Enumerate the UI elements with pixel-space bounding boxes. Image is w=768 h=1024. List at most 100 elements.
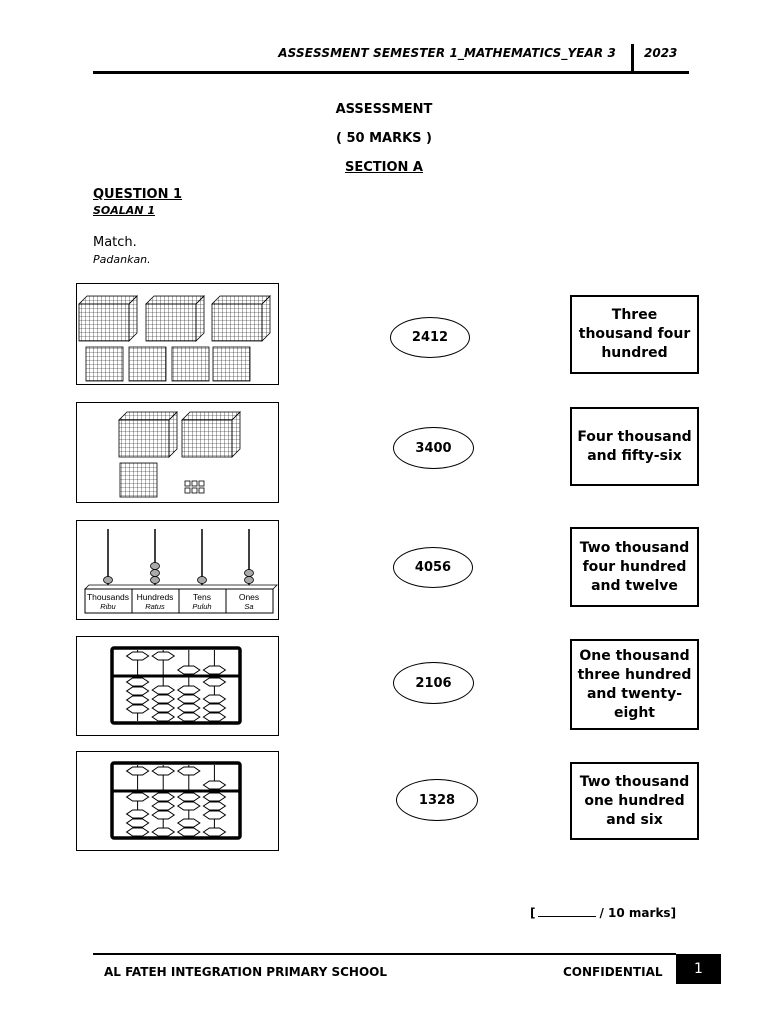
footer-rule: [93, 953, 676, 955]
thousand-cube: [145, 295, 205, 342]
soroban-bead: [176, 766, 201, 776]
word-box-2[interactable]: Four thousand and fifty-six: [570, 407, 699, 486]
soroban-bead: [125, 809, 150, 819]
soroban-bead: [151, 651, 176, 661]
soroban-bead: [151, 792, 176, 802]
picture-2-svg: [118, 411, 241, 498]
number-oval-2412[interactable]: 2412: [390, 317, 470, 358]
picture-1-svg: [78, 295, 271, 382]
word-box-5[interactable]: Two thousand one hundred and six: [570, 762, 699, 840]
label-hundreds: Hundreds: [137, 592, 174, 602]
marks-line: [ / 10 marks]: [530, 906, 676, 920]
unit-cubes: [184, 480, 205, 494]
thousand-cube: [181, 411, 241, 458]
soroban-bead: [176, 712, 201, 722]
instruction-malay: Padankan.: [93, 253, 151, 266]
soroban-bead: [151, 766, 176, 776]
soroban-bead: [202, 801, 227, 811]
question-title: QUESTION 1: [93, 187, 183, 202]
soroban-bead: [125, 766, 150, 776]
soroban-bead: [151, 685, 176, 695]
soroban-bead: [176, 801, 201, 811]
label-tens: Tens: [193, 592, 211, 602]
header-rule: [93, 71, 689, 74]
soroban-bead: [125, 704, 150, 714]
picture-3-bead-abacus: Thousands Ribu Hundreds Ratus Tens Puluh…: [76, 520, 279, 620]
soroban-bead: [125, 651, 150, 661]
number-oval-3400[interactable]: 3400: [393, 427, 474, 469]
soroban-frame: [110, 646, 242, 725]
soroban-bead: [151, 810, 176, 820]
soroban-bead: [202, 703, 227, 713]
soroban-bead: [202, 712, 227, 722]
header-divider: [631, 44, 634, 72]
label-ratus: Ratus: [145, 602, 165, 611]
section-heading-wrap: SECTION A: [0, 160, 768, 175]
soroban-bead: [125, 695, 150, 705]
soroban-bead: [125, 686, 150, 696]
soroban-frame: [110, 761, 242, 840]
soroban-bead: [202, 792, 227, 802]
marks-suffix: / 10 marks]: [599, 906, 677, 920]
number-oval-4056[interactable]: 4056: [393, 547, 473, 588]
soroban-bead: [176, 685, 201, 695]
soroban-bead: [125, 792, 150, 802]
soroban-bead: [176, 818, 201, 828]
label-thousands: Thousands: [87, 592, 129, 602]
soroban-bead: [202, 780, 227, 790]
page-number: 1: [676, 954, 721, 984]
soroban-bead: [176, 703, 201, 713]
soroban-bead: [125, 677, 150, 687]
number-oval-1328[interactable]: 1328: [396, 779, 478, 821]
picture-5-soroban: [76, 751, 279, 851]
hundred-flat: [212, 346, 251, 382]
picture-3-svg: Thousands Ribu Hundreds Ratus Tens Puluh…: [84, 529, 278, 614]
picture-2-base-ten: [76, 402, 279, 503]
footer-school: AL FATEH INTEGRATION PRIMARY SCHOOL: [104, 965, 388, 979]
soroban-bead: [176, 694, 201, 704]
picture-4-svg: [110, 646, 242, 725]
soroban-bead: [202, 810, 227, 820]
soroban-bead: [202, 827, 227, 837]
word-box-3[interactable]: Two thousand four hundred and twelve: [570, 527, 699, 607]
instruction: Match.: [93, 235, 137, 250]
thousand-cube: [118, 411, 178, 458]
marks-blank[interactable]: [538, 906, 597, 917]
abacus-beads: [103, 562, 254, 584]
word-box-1[interactable]: Three thousand four hundred: [570, 295, 699, 374]
soroban-bead: [125, 818, 150, 828]
thousand-cube: [78, 295, 138, 342]
marks-prefix: [: [530, 906, 536, 920]
hundred-flat: [85, 346, 124, 382]
soroban-bead: [202, 677, 227, 687]
soroban-bead: [151, 703, 176, 713]
hundred-flat: [119, 462, 158, 498]
label-ribu: Ribu: [100, 602, 116, 611]
header-title: ASSESSMENT SEMESTER 1_MATHEMATICS_YEAR 3: [278, 46, 616, 60]
header-year: 2023: [644, 46, 678, 60]
picture-5-svg: [110, 761, 242, 840]
soroban-bead: [176, 665, 201, 675]
hundred-flat: [128, 346, 167, 382]
soroban-bead: [125, 827, 150, 837]
number-oval-2106[interactable]: 2106: [393, 662, 474, 704]
picture-1-base-ten: [76, 283, 279, 385]
label-puluh: Puluh: [192, 602, 211, 611]
soroban-bead: [202, 694, 227, 704]
soroban-bead: [176, 792, 201, 802]
marks-heading: ( 50 MARKS ): [336, 131, 432, 146]
soroban-bead: [202, 665, 227, 675]
assessment-heading: ASSESSMENT: [335, 102, 433, 117]
soroban-bead: [151, 694, 176, 704]
word-box-4[interactable]: One thousand three hundred and twenty-ei…: [570, 639, 699, 730]
label-sa: Sa: [244, 602, 253, 611]
question-subtitle: SOALAN 1: [93, 204, 155, 217]
soroban-bead: [151, 801, 176, 811]
footer-confidential: CONFIDENTIAL: [563, 965, 663, 979]
thousand-cube: [211, 295, 271, 342]
hundred-flat: [171, 346, 210, 382]
label-ones: Ones: [239, 592, 259, 602]
section-heading: SECTION A: [344, 160, 423, 175]
picture-4-soroban: [76, 636, 279, 736]
soroban-bead: [151, 712, 176, 722]
